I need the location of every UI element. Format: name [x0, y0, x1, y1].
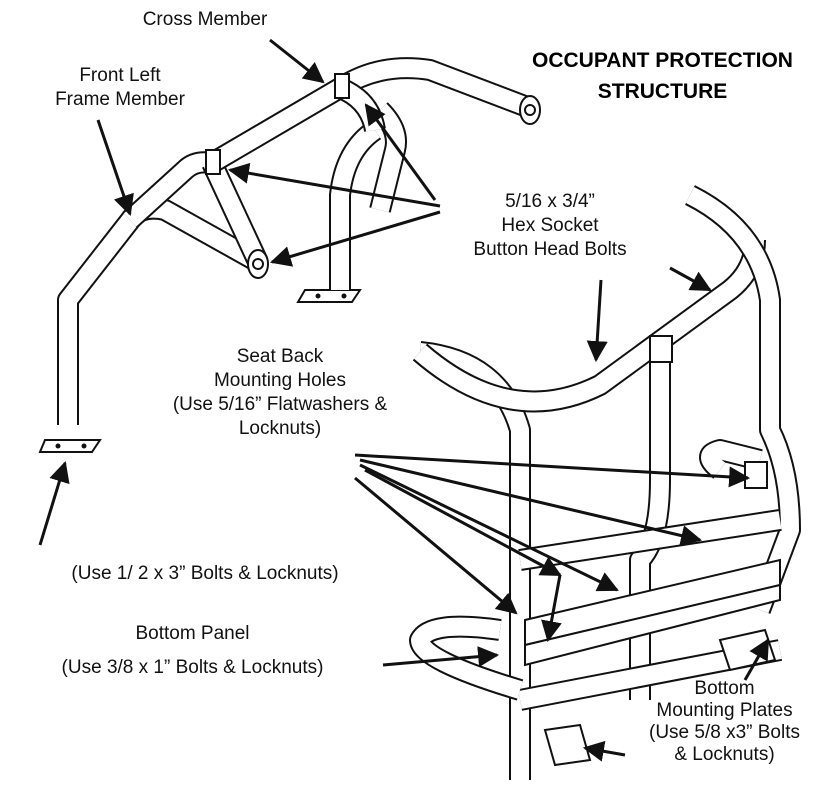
arrow-seat-4 — [364, 468, 562, 577]
callout-arrows — [38, 38, 770, 762]
bottom-plates-line-1: Bottom — [694, 678, 755, 699]
bottom-plates-line-2: Mounting Plates — [656, 700, 793, 721]
arrow-seat-1 — [354, 453, 751, 488]
arrow-bottom-plate-2 — [582, 740, 626, 762]
seat-line-3: (Use 5/16” Flatwashers & — [172, 394, 388, 415]
bottom-plates-line-4: & Locknuts) — [674, 744, 775, 765]
front-plate-bolts-label: (Use 1/ 2 x 3” Bolts & Locknuts) — [71, 563, 339, 584]
arrow-cross-member — [269, 38, 325, 84]
arrow-front-left — [96, 119, 134, 216]
diagram-title: OCCUPANT PROTECTION STRUCTURE — [500, 45, 825, 107]
seat-line-2: Mounting Holes — [213, 370, 347, 391]
arrow-front-plate — [38, 460, 70, 546]
title-line-1: OCCUPANT PROTECTION — [532, 49, 793, 72]
bolt-line-3: Button Head Bolts — [473, 239, 627, 260]
front-left-line-2: Frame Member — [55, 89, 185, 110]
bottom-panel-label: Bottom Panel (Use 3/8 x 1” Bolts & Lockn… — [5, 622, 380, 680]
arrow-bolt-5 — [669, 266, 712, 292]
arrow-seat-5 — [354, 476, 518, 615]
arrow-seat-3 — [359, 463, 619, 592]
seat-line-1: Seat Back — [236, 346, 324, 367]
cross-member-label: Cross Member — [142, 9, 268, 30]
bottom-panel-line-2: (Use 3/8 x 1” Bolts & Locknuts) — [61, 657, 324, 678]
rear-cage — [409, 185, 801, 780]
front-left-line-1: Front Left — [79, 65, 161, 86]
arrow-bolt-4 — [586, 279, 608, 363]
bolt-line-1: 5/16 x 3/4” — [505, 191, 595, 212]
arrow-bottom-panel — [382, 646, 500, 668]
bolt-line-2: Hex Socket — [501, 215, 599, 236]
arrow-bottom-plate-1 — [743, 638, 770, 681]
center-post-base-plate — [296, 289, 362, 303]
seat-back-label: Seat Back Mounting Holes (Use 5/16” Flat… — [130, 345, 430, 441]
seat-back-brackets — [649, 335, 768, 489]
arrow-bolt-2 — [227, 162, 441, 208]
arrow-seat-2 — [359, 458, 703, 546]
arrow-seat-4b — [541, 574, 562, 643]
front-left-frame-label: Front Left Frame Member — [15, 64, 225, 112]
bottom-panel — [524, 558, 781, 667]
cross-member — [206, 57, 534, 173]
arrow-bolt-3 — [269, 210, 441, 267]
bolt-flanges — [205, 73, 541, 279]
front-left-base-plate — [38, 439, 102, 453]
arrow-bolt-1 — [364, 103, 437, 201]
hex-bolt-label: 5/16 x 3/4” Hex Socket Button Head Bolts — [415, 190, 685, 262]
seat-line-4: Locknuts) — [238, 418, 322, 439]
front-hoop — [57, 151, 268, 425]
bottom-panel-line-1: Bottom Panel — [135, 623, 250, 644]
title-line-2: STRUCTURE — [597, 80, 728, 103]
bottom-plates-label: Bottom Mounting Plates (Use 5/8 x3” Bolt… — [622, 678, 827, 766]
bottom-plates-line-3: (Use 5/8 x3” Bolts — [649, 722, 800, 743]
